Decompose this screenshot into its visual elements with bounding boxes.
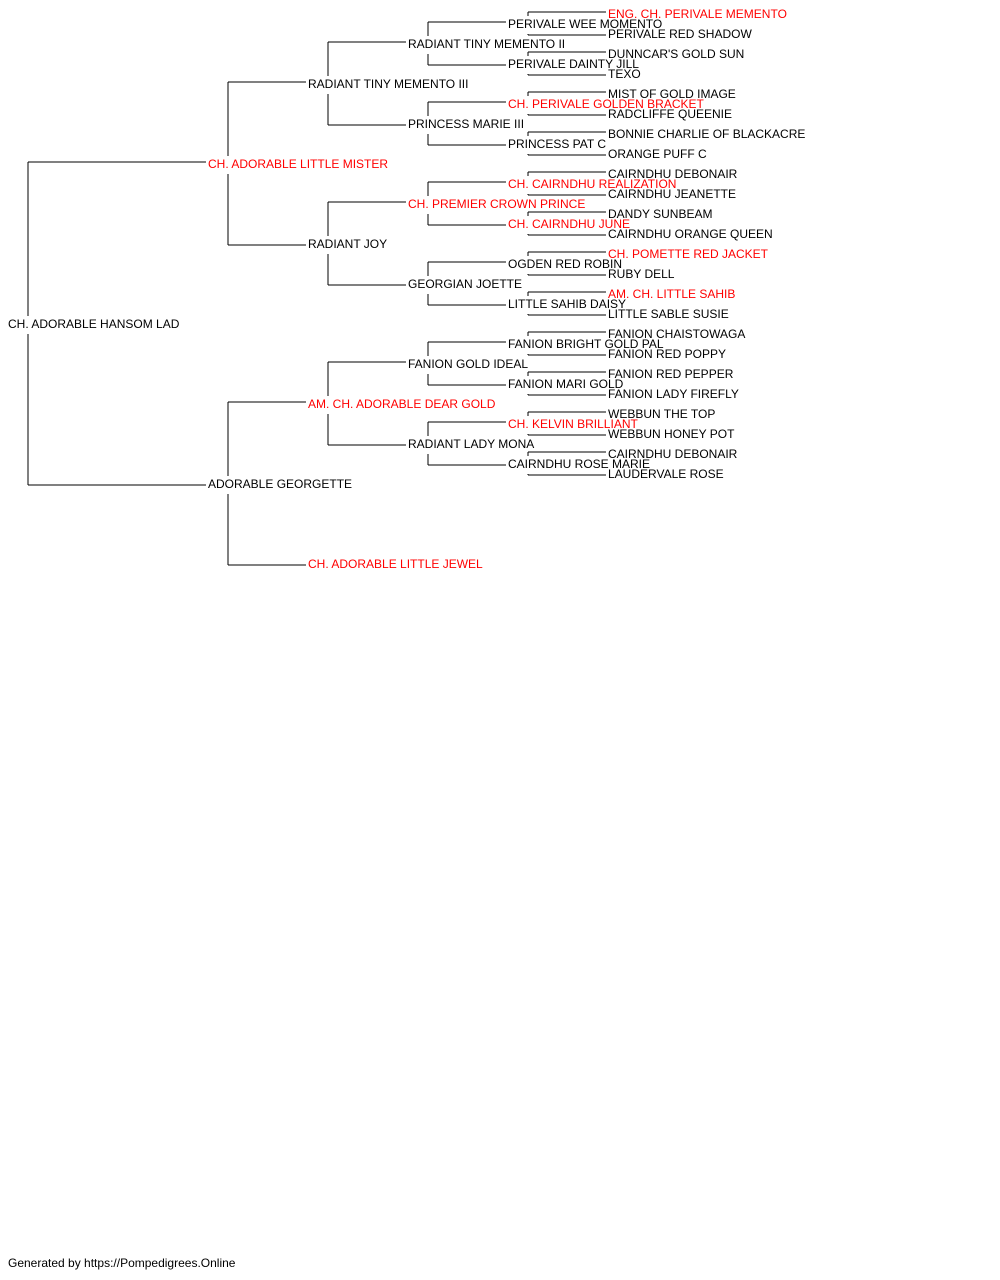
- dog-name-ch-adorable-little-jewel: CH. ADORABLE LITTLE JEWEL: [308, 557, 483, 571]
- dog-name-texo: TEXO: [608, 67, 641, 81]
- dog-name-webbun-the-top: WEBBUN THE TOP: [608, 407, 715, 421]
- dog-name-radiant-lady-mona: RADIANT LADY MONA: [408, 437, 534, 451]
- dog-name-radiant-tiny-memento-iii: RADIANT TINY MEMENTO III: [308, 77, 468, 91]
- dog-name-radcliffe-queenie: RADCLIFFE QUEENIE: [608, 107, 732, 121]
- dog-name-bonnie-charlie-of-blackacre: BONNIE CHARLIE OF BLACKACRE: [608, 127, 805, 141]
- dog-name-perivale-dainty-jill: PERIVALE DAINTY JILL: [508, 57, 639, 71]
- dog-name-ch-adorable-little-mister: CH. ADORABLE LITTLE MISTER: [208, 157, 388, 171]
- dog-name-cairndhu-debonair: CAIRNDHU DEBONAIR: [608, 167, 738, 181]
- dog-name-princess-pat-c: PRINCESS PAT C: [508, 137, 606, 151]
- dog-name-dunncar-s-gold-sun: DUNNCAR'S GOLD SUN: [608, 47, 744, 61]
- dog-name-ogden-red-robin: OGDEN RED ROBIN: [508, 257, 622, 271]
- dog-name-radiant-tiny-memento-ii: RADIANT TINY MEMENTO II: [408, 37, 565, 51]
- dog-name-adorable-georgette: ADORABLE GEORGETTE: [208, 477, 352, 491]
- dog-name-webbun-honey-pot: WEBBUN HONEY POT: [608, 427, 735, 441]
- pedigree-tree: CH. ADORABLE HANSOM LAD CH. ADORABLE LITT…: [8, 7, 805, 571]
- dog-name-eng-ch-perivale-memento: ENG. CH. PERIVALE MEMENTO: [608, 7, 787, 21]
- dog-name-radiant-joy: RADIANT JOY: [308, 237, 387, 251]
- dog-name-dandy-sunbeam: DANDY SUNBEAM: [608, 207, 712, 221]
- dog-name-ch-kelvin-brilliant: CH. KELVIN BRILLIANT: [508, 417, 638, 431]
- dog-name-cairndhu-orange-queen: CAIRNDHU ORANGE QUEEN: [608, 227, 773, 241]
- dog-name-cairndhu-jeanette: CAIRNDHU JEANETTE: [608, 187, 736, 201]
- dog-name-georgian-joette: GEORGIAN JOETTE: [408, 277, 522, 291]
- dog-name-cairndhu-rose-marie: CAIRNDHU ROSE MARIE: [508, 457, 650, 471]
- dog-name-ch-premier-crown-prince: CH. PREMIER CROWN PRINCE: [408, 197, 585, 211]
- dog-name-ch-pomette-red-jacket: CH. POMETTE RED JACKET: [608, 247, 769, 261]
- dog-name-ruby-dell: RUBY DELL: [608, 267, 675, 281]
- generated-by-footer: Generated by https://Pompedigrees.Online: [8, 1256, 236, 1270]
- dog-name-am-ch-adorable-dear-gold: AM. CH. ADORABLE DEAR GOLD: [308, 397, 496, 411]
- dog-name-perivale-wee-momento: PERIVALE WEE MOMENTO: [508, 17, 662, 31]
- dog-name-little-sable-susie: LITTLE SABLE SUSIE: [608, 307, 729, 321]
- dog-name-ch-cairndhu-june: CH. CAIRNDHU JUNE: [508, 217, 630, 231]
- dog-name-fanion-red-pepper: FANION RED PEPPER: [608, 367, 734, 381]
- dog-name-ch-adorable-hansom-lad: CH. ADORABLE HANSOM LAD: [8, 317, 180, 331]
- dog-name-fanion-lady-firefly: FANION LADY FIREFLY: [608, 387, 739, 401]
- dog-name-little-sahib-daisy: LITTLE SAHIB DAISY: [508, 297, 626, 311]
- dog-name-cairndhu-debonair: CAIRNDHU DEBONAIR: [608, 447, 738, 461]
- dog-name-fanion-gold-ideal: FANION GOLD IDEAL: [408, 357, 528, 371]
- dog-name-am-ch-little-sahib: AM. CH. LITTLE SAHIB: [608, 287, 735, 301]
- dog-name-mist-of-gold-image: MIST OF GOLD IMAGE: [608, 87, 736, 101]
- dog-name-orange-puff-c: ORANGE PUFF C: [608, 147, 707, 161]
- dog-name-fanion-chaistowaga: FANION CHAISTOWAGA: [608, 327, 745, 341]
- dog-name-princess-marie-iii: PRINCESS MARIE III: [408, 117, 524, 131]
- dog-name-fanion-mari-gold: FANION MARI GOLD: [508, 377, 624, 391]
- dog-name-ch-perivale-golden-bracket: CH. PERIVALE GOLDEN BRACKET: [508, 97, 704, 111]
- dog-name-laudervale-rose: LAUDERVALE ROSE: [608, 467, 724, 481]
- dog-name-fanion-red-poppy: FANION RED POPPY: [608, 347, 726, 361]
- dog-name-fanion-bright-gold-pal: FANION BRIGHT GOLD PAL: [508, 337, 664, 351]
- dog-name-ch-cairndhu-realization: CH. CAIRNDHU REALIZATION: [508, 177, 676, 191]
- dog-name-perivale-red-shadow: PERIVALE RED SHADOW: [608, 27, 752, 41]
